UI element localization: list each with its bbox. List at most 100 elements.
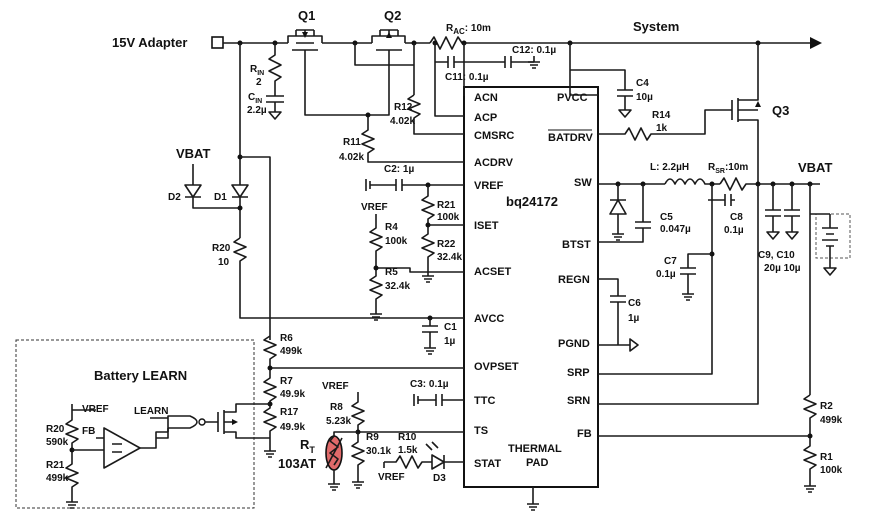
- pin-iset: ISET: [474, 220, 499, 232]
- r17-label: R17: [280, 407, 299, 418]
- q3-label: Q3: [772, 103, 789, 118]
- rin-cin: [266, 43, 284, 112]
- l-label: L: 2.2µH: [650, 162, 689, 173]
- pin-acset: ACSET: [474, 266, 512, 278]
- r2-val: 499k: [820, 415, 843, 426]
- pin-ovpset: OVPSET: [474, 361, 519, 373]
- vbat-left-label: VBAT: [176, 146, 210, 161]
- r4-label: R4: [385, 222, 398, 233]
- ic-pins-left: ACN ACP CMSRC ACDRV VREF ISET ACSET AVCC…: [474, 92, 519, 470]
- pin-avcc: AVCC: [474, 313, 504, 325]
- thermal-label-1: THERMAL: [508, 443, 562, 455]
- c4-cap: [598, 69, 633, 110]
- r14-resistor: [598, 109, 732, 141]
- d2-label: D2: [168, 192, 181, 203]
- d1-label: D1: [214, 192, 227, 203]
- learn-label: LEARN: [134, 406, 168, 417]
- thermal-label-2: PAD: [526, 457, 548, 469]
- q1-mosfet: Q1: [287, 8, 323, 60]
- rt-label: RT: [300, 437, 315, 455]
- c6-label: C6: [628, 298, 641, 309]
- c1-cap: [422, 318, 438, 342]
- pin-acn: ACN: [474, 92, 498, 104]
- r7-val: 49.9k: [280, 389, 305, 400]
- c7-val: 0.1µ: [656, 269, 676, 280]
- r2-label: R2: [820, 401, 833, 412]
- pin-srn: SRN: [567, 395, 590, 407]
- c3-label: C3: 0.1µ: [410, 379, 449, 390]
- adapter-label: 15V Adapter: [112, 35, 187, 50]
- r22-label: R22: [437, 239, 456, 250]
- learn-fb-label: FB: [82, 426, 95, 437]
- battery-learn-box: [15, 339, 255, 509]
- r14-val: 1k: [656, 123, 668, 134]
- pin-stat: STAT: [474, 458, 501, 470]
- r12-resistor: [407, 94, 464, 135]
- d1-diode: [231, 43, 249, 238]
- r12-val: 4.02k: [390, 116, 415, 127]
- adapter-connector[interactable]: [211, 36, 224, 49]
- c4-val: 10µ: [636, 92, 653, 103]
- c5-label: C5: [660, 212, 673, 223]
- r21b-label: R21: [46, 460, 65, 471]
- vref3-label: VREF: [378, 472, 405, 483]
- pin-regn: REGN: [558, 274, 590, 286]
- q2-label: Q2: [384, 8, 401, 23]
- r21b-val: 499k: [46, 473, 69, 484]
- r8-label: R8: [330, 402, 343, 413]
- r9-val: 30.1k: [366, 446, 391, 457]
- r21-val: 100k: [437, 212, 460, 223]
- learn-divider: [65, 404, 96, 496]
- q1-label: Q1: [298, 8, 315, 23]
- pin-pvcc: PVCC: [557, 92, 588, 104]
- learn-box-title: Battery LEARN: [94, 368, 187, 383]
- pin-btst: BTST: [562, 239, 591, 251]
- cin-val: 2.2µ: [247, 105, 267, 116]
- r4-r5: [369, 214, 464, 308]
- learn-nand-gate: [167, 415, 198, 432]
- pin-vref: VREF: [474, 180, 504, 192]
- r10-label: R10: [398, 432, 417, 443]
- d2-diode: [184, 164, 240, 209]
- r20-val: 10: [218, 257, 230, 268]
- pin-srp: SRP: [567, 367, 590, 379]
- c1-label: C1: [444, 322, 457, 333]
- r1-r2-divider: [803, 394, 817, 480]
- r10-val: 1.5k: [398, 445, 418, 456]
- pin-ttc: TTC: [474, 395, 495, 407]
- c7-label: C7: [664, 256, 677, 267]
- cin-label: CIN: [248, 92, 262, 105]
- rin-val: 2: [256, 77, 262, 88]
- inductor-l: [664, 178, 720, 185]
- r6-val: 499k: [280, 346, 303, 357]
- r20b-label: R20: [46, 424, 65, 435]
- c6-val: 1µ: [628, 313, 640, 324]
- r11-val: 4.02k: [339, 152, 364, 163]
- c1-val: 1µ: [444, 336, 456, 347]
- learn-comparator: [103, 427, 141, 469]
- c12-label: C12: 0.1µ: [512, 45, 556, 56]
- vbat-right-label: VBAT: [798, 160, 832, 175]
- r8-val: 5.23k: [326, 416, 351, 427]
- ic-name: bq24172: [506, 194, 558, 209]
- c6-cap: [598, 278, 626, 345]
- rin-label: RIN: [250, 64, 264, 77]
- c910-label: C9, C10: [758, 250, 795, 261]
- q3-mosfet: Q3: [731, 43, 789, 184]
- rac-resistor: [429, 36, 820, 50]
- ic-bq24172: [463, 86, 599, 488]
- vref2-label: VREF: [322, 381, 349, 392]
- r20b-val: 590k: [46, 437, 69, 448]
- r8-resistor: [351, 392, 464, 433]
- r6-label: R6: [280, 333, 293, 344]
- battery-symbol: [809, 184, 838, 268]
- r20-resistor: [233, 237, 464, 319]
- r20-label: R20: [212, 243, 231, 254]
- r9-resistor: [351, 432, 365, 476]
- r12-label: R12: [394, 102, 413, 113]
- d3-label: D3: [433, 473, 446, 484]
- c2-label: C2: 1µ: [384, 164, 414, 175]
- rac-label: RAC: 10m: [446, 23, 491, 36]
- rt-val: 103AT: [278, 456, 316, 471]
